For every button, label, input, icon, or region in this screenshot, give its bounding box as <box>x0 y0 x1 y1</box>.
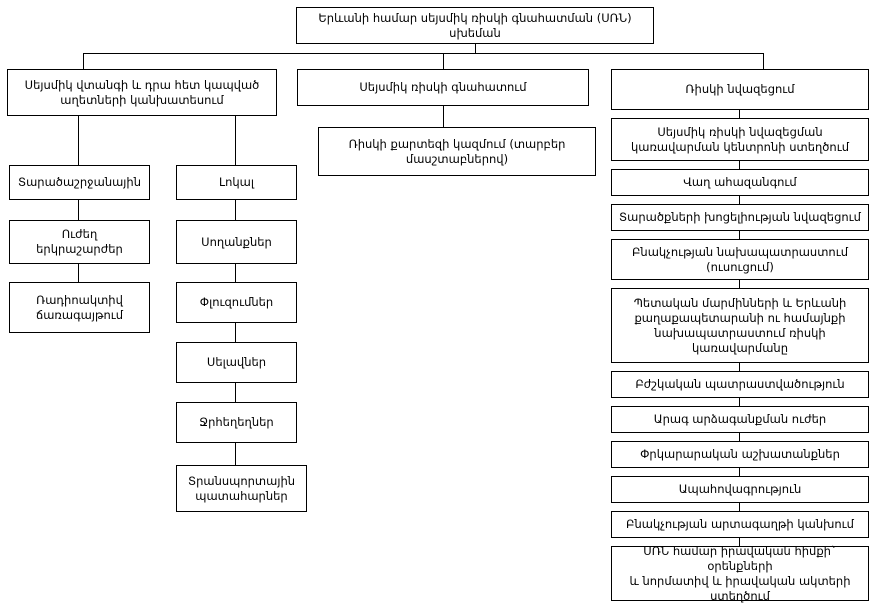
node-reduction-prevent-emigration[interactable]: Բնակչության արտագաղթի կանխում <box>611 511 869 538</box>
node-reduction-medical-readiness[interactable]: Բժշկական պատրաստվածություն <box>611 371 869 398</box>
node-local-transport-accidents[interactable]: Տրանսպորտային պատահարներ <box>176 465 307 512</box>
node-reduction-insurance[interactable]: Ապահովագրություն <box>611 476 869 503</box>
connector-hazard-to-local <box>235 116 236 165</box>
connector-regional-2-3 <box>78 264 79 282</box>
connector-bus-to-hazard <box>83 53 84 70</box>
node-local-collapses[interactable]: Փլուզումներ <box>176 282 297 323</box>
node-reduction-population-training[interactable]: Բնակչության նախապատրաստում (ուսուցում) <box>611 239 869 280</box>
connector-reduction-0-1 <box>739 110 740 118</box>
node-local-floods[interactable]: Ջրհեղեղներ <box>176 402 297 443</box>
node-reduction-rescue-operations[interactable]: Փրկարարական աշխատանքներ <box>611 441 869 468</box>
connector-local-3-4 <box>235 323 236 342</box>
connector-reduction-7-8 <box>739 433 740 441</box>
node-local-landslides[interactable]: Սողանքներ <box>176 220 297 264</box>
node-reduction-management-center[interactable]: Սեյսմիկ ռիսկի նվազեցման կառավարման կենտր… <box>611 118 869 161</box>
connector-local-2-3 <box>235 264 236 282</box>
node-risk-map[interactable]: Ռիսկի քարտեզի կազմում (տարբեր մասշտաբներ… <box>318 127 596 176</box>
node-reduction-vulnerability-reduction[interactable]: Տարածքների խոցելիության նվազեցում <box>611 204 869 231</box>
connector-reduction-5-6 <box>739 363 740 371</box>
connector-reduction-10-11 <box>739 538 740 546</box>
connector-bus-to-assessment <box>443 53 444 70</box>
connector-root-down <box>475 43 476 53</box>
connector-local-4-5 <box>235 383 236 402</box>
connector-reduction-9-10 <box>739 503 740 511</box>
node-branch-hazard[interactable]: Սեյսմիկ վտանգի և դրա հետ կապված աղետների… <box>7 69 277 116</box>
connector-assessment-to-map <box>443 105 444 127</box>
connector-bus-to-reduction <box>763 53 764 70</box>
connector-reduction-8-9 <box>739 468 740 476</box>
connector-hazard-to-regional <box>78 116 79 165</box>
connector-local-1-2 <box>235 200 236 220</box>
node-reduction-state-bodies-preparation[interactable]: Պետական մարմինների և Երևանի քաղաքապետարա… <box>611 288 869 363</box>
node-reduction-rapid-response-forces[interactable]: Արագ արձագանքման ուժեր <box>611 406 869 433</box>
connector-reduction-3-4 <box>739 231 740 239</box>
node-local-local[interactable]: Լոկալ <box>176 165 297 200</box>
node-root-title[interactable]: Երևանի համար սեյսմիկ ռիսկի գնահատման (ՍՌ… <box>296 7 654 44</box>
node-regional-regional[interactable]: Տարածաշրջանային <box>9 165 150 200</box>
node-branch-risk-assessment[interactable]: Սեյսմիկ ռիսկի գնահատում <box>297 69 589 106</box>
connector-reduction-4-5 <box>739 280 740 288</box>
node-local-mudflows[interactable]: Սելավներ <box>176 342 297 383</box>
node-regional-radioactive-radiation[interactable]: Ռադիոակտիվ ճառագայթում <box>9 282 150 333</box>
connector-regional-1-2 <box>78 200 79 220</box>
connector-reduction-6-7 <box>739 398 740 406</box>
connector-reduction-2-3 <box>739 196 740 204</box>
node-reduction-legal-framework[interactable]: ՍՌՆ համար իրավական հիմքի` օրենքների և նո… <box>611 544 869 603</box>
node-reduction-early-warning[interactable]: Վաղ ահազանգում <box>611 169 869 196</box>
connector-local-5-6 <box>235 443 236 465</box>
connector-reduction-1-2 <box>739 161 740 169</box>
connector-main-bus <box>83 53 763 54</box>
node-branch-risk-reduction[interactable]: Ռիսկի նվազեցում <box>611 69 869 110</box>
node-regional-strong-earthquakes[interactable]: Ուժեղ երկրաշարժեր <box>9 220 150 264</box>
